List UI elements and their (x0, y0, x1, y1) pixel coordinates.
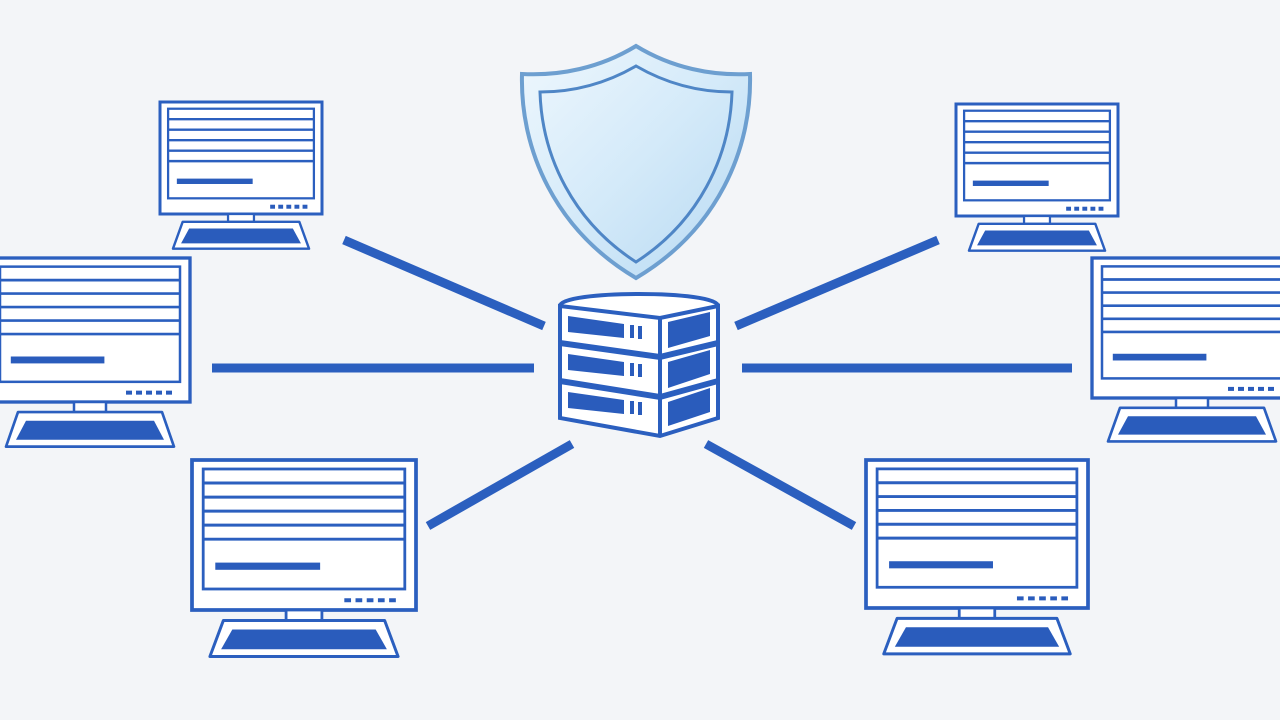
connection-lines (212, 235, 1072, 530)
monitor-icon (0, 256, 192, 448)
monitor-icon (1090, 256, 1280, 443)
monitor-icon (158, 100, 324, 250)
connection-line-bottom-right (703, 440, 857, 530)
monitor-icon (954, 102, 1120, 252)
connection-line-top-right (734, 235, 940, 331)
database-server-icon (558, 292, 720, 439)
client-computers (0, 100, 1280, 658)
connection-line-top-left (342, 235, 546, 331)
monitor-icon (190, 458, 418, 658)
connection-line-bottom-left (425, 440, 575, 530)
monitor-icon (864, 458, 1090, 656)
shield-icon (519, 43, 753, 281)
